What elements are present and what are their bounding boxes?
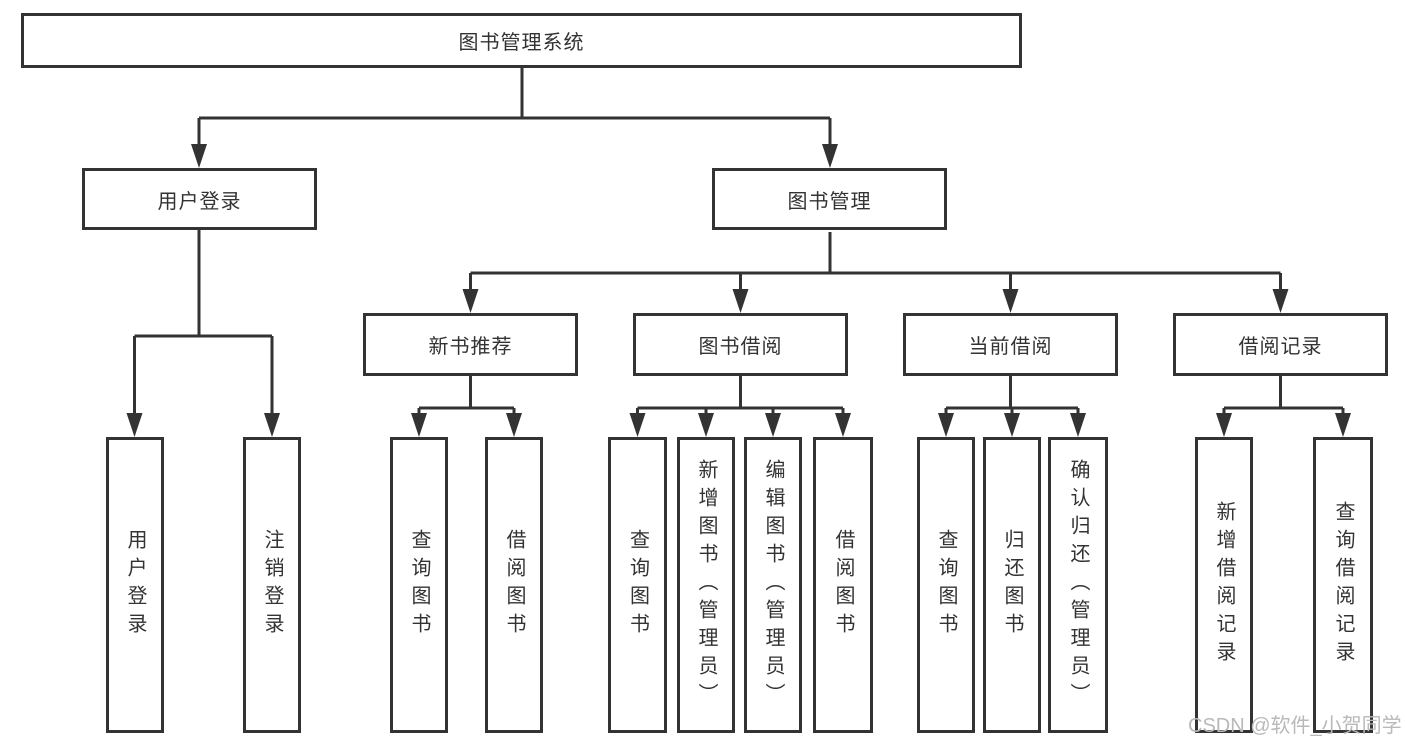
node-new-book-recommend: 新书推荐 [363, 313, 578, 376]
leaf-borrow-borrow-books-label: 借阅图书 [832, 529, 854, 641]
leaf-recommend-borrow-books: 借阅图书 [485, 437, 543, 733]
node-user-login-label: 用户登录 [157, 190, 242, 213]
node-user-login: 用户登录 [82, 168, 317, 230]
leaf-borrow-edit-books-admin-label: 编辑图书（管理员） [762, 459, 784, 711]
leaf-recommend-borrow-books-label: 借阅图书 [503, 529, 525, 641]
leaf-borrow-query-books-label: 查询图书 [626, 529, 649, 641]
leaf-current-query-books-label: 查询图书 [935, 529, 957, 641]
node-borrow-records-label: 借阅记录 [1238, 336, 1323, 358]
leaf-current-return-books-label: 归还图书 [1001, 529, 1023, 641]
leaf-current-query-books: 查询图书 [917, 437, 975, 733]
leaf-current-confirm-return-admin-label: 确认归还（管理员） [1067, 459, 1089, 711]
leaf-records-query-record: 查询借阅记录 [1313, 437, 1373, 733]
node-book-borrow: 图书借阅 [633, 313, 848, 376]
leaf-current-return-books: 归还图书 [983, 437, 1041, 733]
leaf-borrow-edit-books-admin: 编辑图书（管理员） [744, 437, 802, 733]
leaf-records-query-record-label: 查询借阅记录 [1332, 501, 1354, 669]
node-book-borrow-label: 图书借阅 [698, 336, 783, 358]
leaf-logout-label: 注销登录 [261, 529, 283, 641]
node-book-management-label: 图书管理 [787, 190, 872, 213]
leaf-borrow-query-books: 查询图书 [608, 437, 667, 733]
node-current-borrow: 当前借阅 [903, 313, 1118, 376]
leaf-records-add-record-label: 新增借阅记录 [1213, 501, 1235, 669]
leaf-borrow-add-books-admin: 新增图书（管理员） [677, 437, 735, 733]
leaf-records-add-record: 新增借阅记录 [1195, 437, 1253, 733]
leaf-borrow-borrow-books: 借阅图书 [813, 437, 873, 733]
watermark: CSDN @软件_小贺同学 [1188, 715, 1402, 737]
node-root-label: 图书管理系统 [458, 32, 585, 54]
node-borrow-records: 借阅记录 [1173, 313, 1388, 376]
leaf-user-login-label: 用户登录 [124, 529, 146, 641]
leaf-logout: 注销登录 [243, 437, 301, 733]
node-current-borrow-label: 当前借阅 [968, 336, 1053, 358]
leaf-borrow-add-books-admin-label: 新增图书（管理员） [695, 459, 717, 711]
leaf-user-login: 用户登录 [106, 437, 164, 733]
leaf-current-confirm-return-admin: 确认归还（管理员） [1048, 437, 1108, 733]
node-root: 图书管理系统 [21, 13, 1022, 68]
node-book-management: 图书管理 [712, 168, 947, 230]
node-new-book-recommend-label: 新书推荐 [428, 336, 513, 358]
leaf-recommend-query-books: 查询图书 [390, 437, 448, 733]
leaf-recommend-query-books-label: 查询图书 [408, 529, 430, 641]
